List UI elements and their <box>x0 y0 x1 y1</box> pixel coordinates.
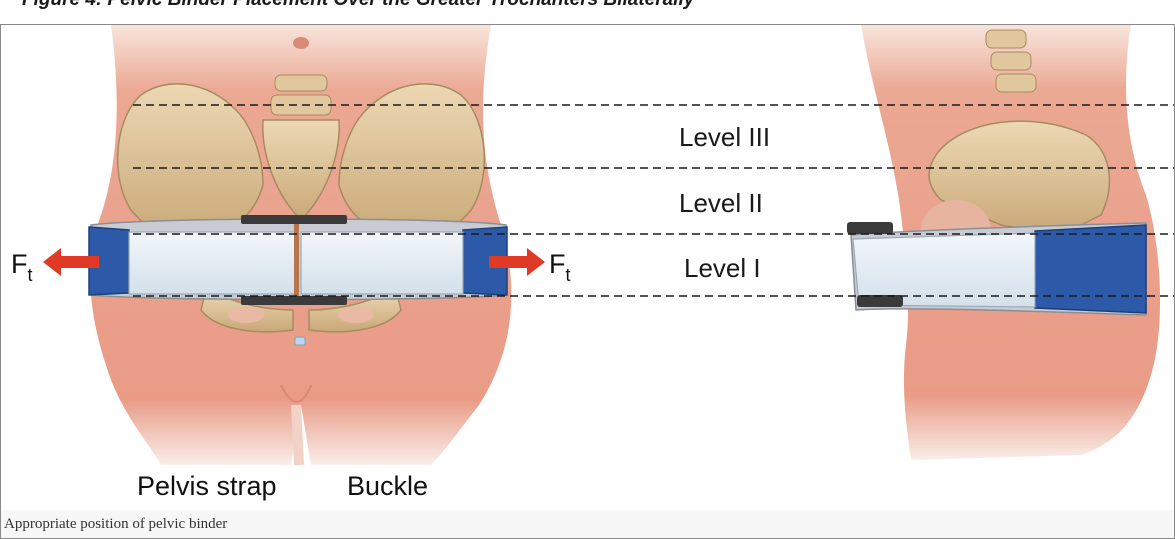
obturator-left <box>228 307 264 323</box>
force-label-left: Ft <box>11 249 33 285</box>
force-label-right: Ft <box>549 249 571 285</box>
figure-caption: Appropriate position of pelvic binder <box>4 516 227 533</box>
front-view: Ft Ft <box>11 25 571 465</box>
side-buckle-top <box>847 222 893 234</box>
force-subscript-right: t <box>566 265 571 285</box>
navel <box>293 37 309 49</box>
pelvic-binder-illustration: Ft Ft <box>1 25 1174 538</box>
level-iii-label: Level III <box>679 122 770 152</box>
pelvis-strap-label: Pelvis strap <box>137 471 277 501</box>
force-symbol-left: F <box>11 249 28 279</box>
buckle-bar-top <box>241 215 347 224</box>
level-ii-label: Level II <box>679 188 763 218</box>
figure-heading-strip: Figure 4: Pelvic Binder Placement Over t… <box>0 0 1175 24</box>
buckle-bar-bottom <box>241 296 347 305</box>
obturator-right <box>338 307 374 323</box>
buckle-label: Buckle <box>347 471 428 501</box>
pubic-symphysis-marker <box>295 337 305 345</box>
right-pad <box>301 232 463 294</box>
figure-frame: Ft Ft <box>0 24 1175 539</box>
force-symbol-right: F <box>549 249 566 279</box>
side-blue-strap <box>1035 225 1146 313</box>
level-i-label: Level I <box>684 253 761 283</box>
force-subscript-left: t <box>28 265 33 285</box>
leg-gap <box>296 405 299 465</box>
figure-heading: Figure 4: Pelvic Binder Placement Over t… <box>22 0 694 11</box>
side-view <box>847 25 1160 460</box>
left-pad <box>129 232 296 294</box>
lumbar-vertebra-upper <box>275 75 327 91</box>
